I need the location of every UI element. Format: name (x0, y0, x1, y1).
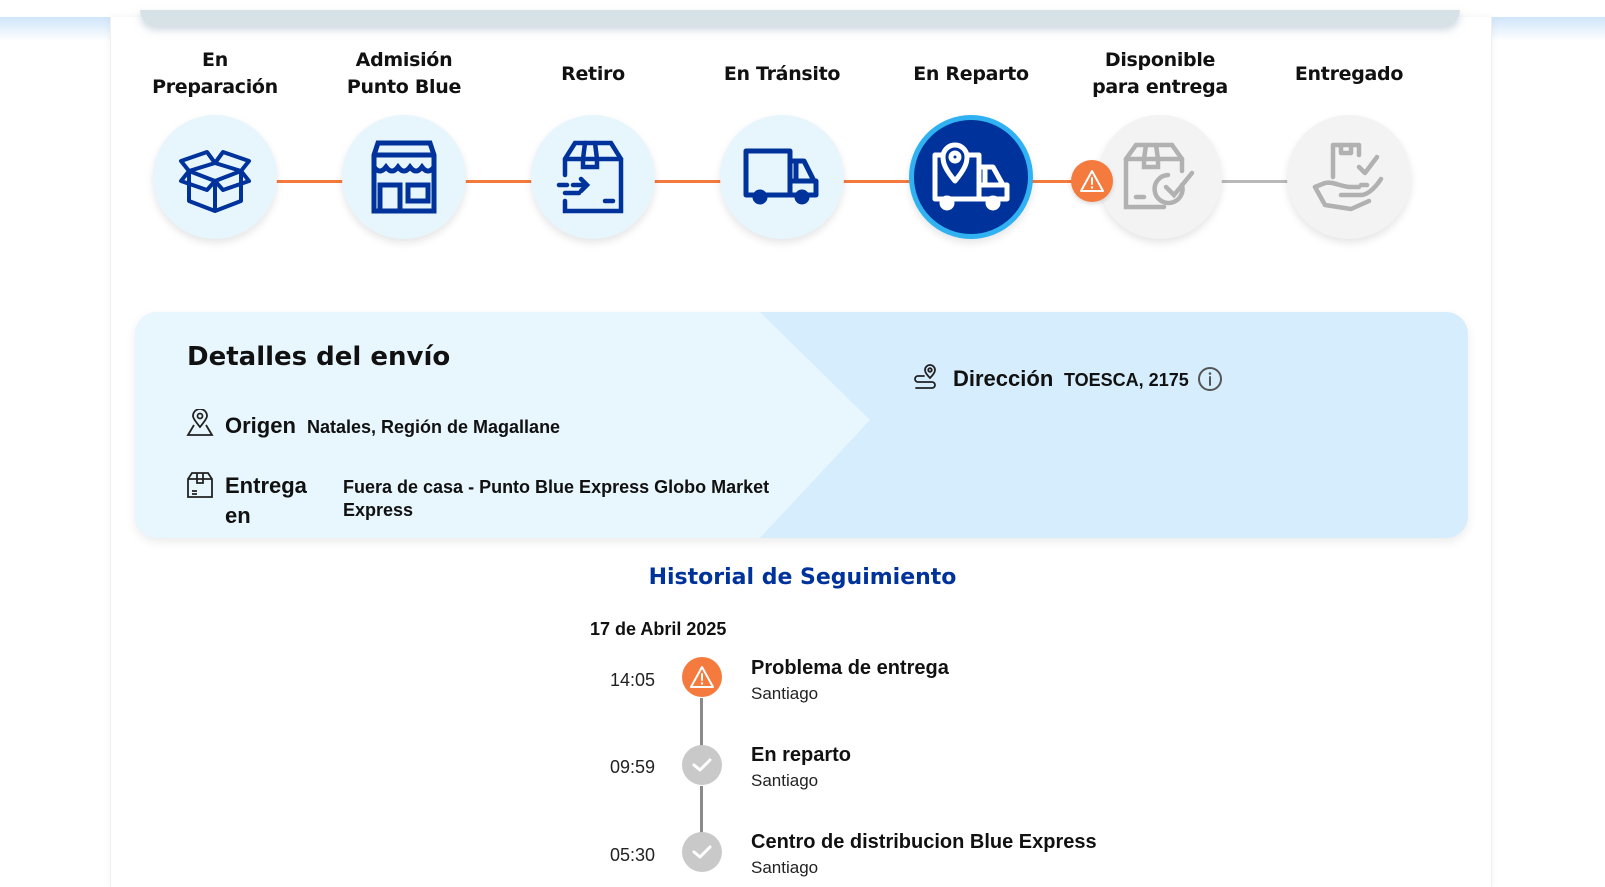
step-connector (1032, 180, 1104, 183)
route-pin-icon (914, 364, 936, 389)
event-time: 09:59 (609, 757, 655, 777)
step-en-reparto: En Reparto (874, 44, 1068, 239)
step-circle-active (909, 115, 1033, 239)
event-status-done (682, 745, 722, 785)
event-time: 14:05 (609, 670, 655, 690)
package-icon (187, 472, 213, 498)
check-icon (692, 758, 712, 772)
event-location: Santiago (751, 771, 819, 790)
history-date: 17 de Abril 2025 (590, 619, 727, 639)
event-status-done (682, 832, 722, 872)
details-title: Detalles del envío (187, 342, 451, 372)
location-pin-map-icon (186, 409, 214, 436)
event-status-warning (682, 657, 722, 697)
step-label: En Tránsito (723, 62, 841, 85)
delivery-problem-warning-badge[interactable] (1071, 160, 1113, 202)
check-icon (692, 845, 712, 859)
step-retiro: Retiro (496, 44, 690, 239)
event-title: Problema de entrega (751, 657, 949, 679)
step-circle (531, 115, 655, 239)
timeline-line (700, 698, 703, 762)
origin-label: Origen (225, 413, 296, 438)
event-title: Centro de distribucion Blue Express (751, 831, 1097, 853)
hand-box-check-icon (1312, 142, 1384, 212)
step-connector (276, 180, 348, 183)
step-circle (153, 115, 277, 239)
warning-triangle-icon (690, 666, 714, 688)
step-circle-pending (1287, 115, 1411, 239)
step-label: Entregado (1294, 62, 1404, 85)
address-label: Dirección (953, 366, 1054, 391)
address-value: TOESCA, 2175 (1064, 370, 1189, 390)
origin-value: Natales, Región de Magallane (307, 417, 561, 437)
step-label: Retiro (561, 62, 625, 85)
warning-triangle-icon (1080, 170, 1104, 192)
step-circle (720, 115, 844, 239)
details-left-panel (135, 312, 870, 538)
step-en-transito: En Tránsito (685, 44, 879, 239)
delivery-truck-pin-icon (932, 142, 1010, 211)
delivery-value: Fuera de casa - Punto Blue Express Globo… (343, 477, 770, 520)
info-icon[interactable] (1197, 366, 1223, 392)
step-circle-pending (1098, 115, 1222, 239)
box-pickup-icon (556, 140, 624, 214)
header-card-edge (140, 10, 1460, 26)
timeline-line (700, 786, 703, 850)
event-time: 05:30 (609, 845, 655, 865)
event-location: Santiago (751, 858, 819, 877)
step-entregado: Entregado (1252, 44, 1446, 239)
history-title: Historial de Seguimiento (648, 565, 957, 590)
step-circle (342, 115, 466, 239)
truck-icon (743, 148, 819, 205)
step-connector (465, 180, 537, 183)
box-check-icon (1123, 142, 1195, 210)
event-location: Santiago (751, 684, 819, 703)
shipment-details-card: Detalles del envío Origen Natales, Regió… (135, 312, 1468, 538)
step-label: En Reparto (913, 62, 1029, 85)
event-title: En reparto (751, 744, 852, 766)
step-connector (843, 180, 915, 183)
open-box-icon (179, 150, 251, 213)
step-connector (1221, 180, 1293, 183)
step-connector (654, 180, 726, 183)
store-icon (371, 140, 437, 214)
